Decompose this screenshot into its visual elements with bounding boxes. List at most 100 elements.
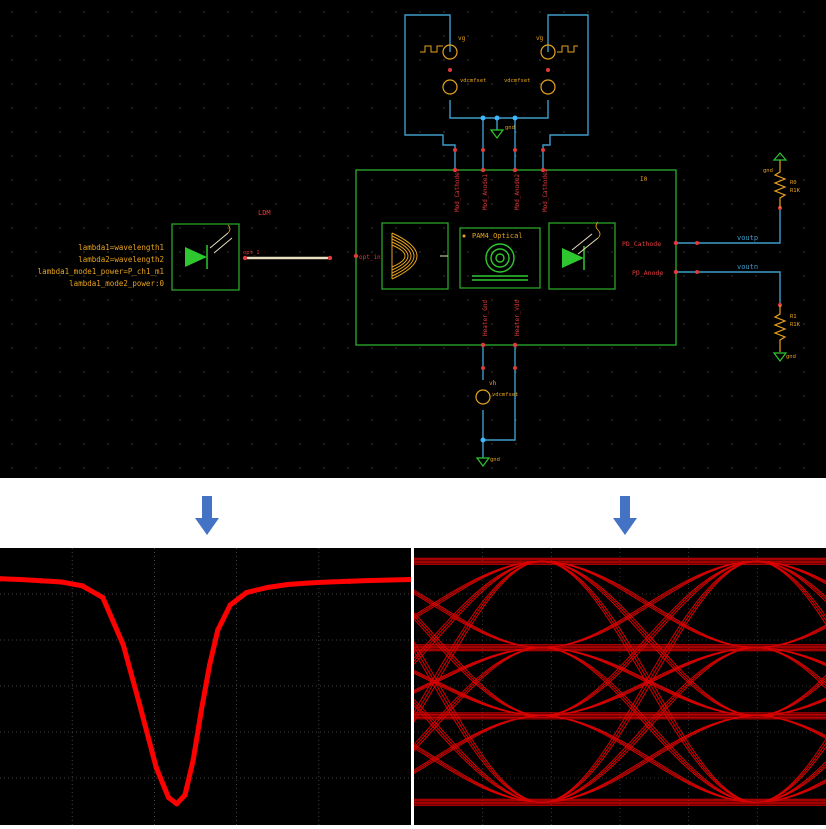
- right-pin-2: PD_Anode: [632, 269, 663, 277]
- laser-param-3: lambda1_mode1_power=P_ch1_m1: [38, 267, 164, 276]
- trace-point: [174, 801, 180, 807]
- source-label-right: vdcmfset: [504, 78, 531, 84]
- eye-transition: [327, 560, 542, 717]
- eye-transition: [755, 763, 826, 803]
- eye-transition: [327, 560, 542, 717]
- laser-diode-icon: [185, 224, 233, 269]
- top-pin-3: Mod_Anode2: [514, 173, 521, 210]
- trace-point: [215, 627, 221, 633]
- laser-pin: opt_1: [243, 250, 260, 256]
- ring-label: PAM4_Optical: [472, 232, 523, 240]
- gnd-label-bottom: gnd: [490, 457, 500, 463]
- res-value-bottom: R1K: [790, 322, 801, 328]
- eye-transition: [327, 715, 542, 803]
- net-label-voutn: voutn: [737, 263, 758, 271]
- trace-point: [120, 642, 126, 648]
- trace-point: [244, 589, 250, 596]
- eye-transition: [327, 560, 542, 649]
- eye-transition: [755, 715, 826, 740]
- eye-transition: [755, 699, 826, 717]
- eye-transition: [755, 647, 826, 664]
- trace-point: [100, 594, 106, 601]
- resistor-top[interactable]: [773, 160, 787, 208]
- trace-point: [207, 662, 213, 668]
- laser-param-2: lambda2=wavelength2: [78, 255, 164, 264]
- source-vg-left[interactable]: [420, 44, 458, 95]
- eye-transition: [755, 627, 826, 649]
- res-name-top: R0: [790, 180, 797, 186]
- eye-transition: [327, 560, 542, 649]
- eye-transition: [541, 560, 756, 803]
- source-vg-right[interactable]: [540, 44, 578, 95]
- source-vh[interactable]: [475, 389, 491, 405]
- eye-transition: [755, 560, 826, 603]
- eye-transition: [327, 560, 542, 717]
- trace-point: [59, 579, 65, 585]
- eye-diagram-svg: [113, 548, 826, 825]
- ring-modulator[interactable]: [459, 227, 541, 289]
- res-value-top: R1K: [790, 188, 801, 194]
- trace-point: [190, 757, 196, 763]
- eye-transition: [755, 715, 826, 737]
- laser-label: LDM: [258, 209, 271, 217]
- top-pin-dots: [353, 68, 782, 370]
- photodiode-icon: [562, 221, 601, 270]
- trace-point: [165, 794, 172, 801]
- bottom-pin-2: Heater_Vdd: [514, 299, 521, 336]
- eye-transition: [327, 647, 542, 803]
- laser-param-4: lambda1_mode2_power:0: [69, 279, 164, 288]
- trace-point: [137, 702, 143, 708]
- trace-point: [346, 578, 352, 584]
- eye-transition: [327, 560, 542, 649]
- eye-transition: [755, 560, 826, 626]
- trace-point: [305, 580, 311, 586]
- top-pin-1: Mod_Cathode1: [454, 168, 461, 212]
- eye-transition: [327, 560, 542, 649]
- eye-transition: [541, 715, 756, 803]
- eye-transition: [327, 647, 542, 803]
- source-name-bottom: vh: [489, 380, 497, 387]
- transmission-plot[interactable]: [0, 548, 414, 825]
- eye-transition: [755, 647, 826, 690]
- eye-transition: [755, 737, 826, 803]
- ground-symbol-top: [489, 129, 505, 139]
- eye-transition: [541, 560, 756, 649]
- eye-transition: [755, 780, 826, 803]
- eye-transition: [327, 560, 542, 649]
- resistor-bottom[interactable]: [773, 305, 787, 352]
- right-pin-1: PD_Cathode: [622, 240, 661, 248]
- eye-transition: [755, 624, 826, 649]
- eye-transition: [541, 560, 756, 717]
- trace-point: [227, 602, 233, 608]
- transmission-plot-svg: [0, 548, 414, 825]
- eye-transition: [755, 745, 826, 803]
- trace-point: [182, 792, 188, 798]
- junctions: [480, 115, 518, 443]
- grating-coupler-icon: [391, 232, 448, 280]
- eye-transition: [755, 781, 826, 803]
- eye-transition: [755, 647, 826, 687]
- eye-transition: [755, 679, 826, 717]
- ground-symbol-bottom: [475, 457, 491, 467]
- photodiode-block[interactable]: [548, 222, 616, 290]
- eye-transition: [541, 560, 756, 803]
- resonance-trace: [0, 576, 414, 807]
- instance-name: I0: [640, 176, 648, 183]
- eye-transition: [755, 647, 826, 685]
- net-label-voutp: voutp: [737, 234, 758, 242]
- eye-transition: [327, 560, 542, 717]
- eye-transition: [327, 647, 542, 803]
- eye-transition: [755, 765, 826, 803]
- gnd-label-right-bottom: gnd: [786, 354, 796, 360]
- ring-icon: [472, 243, 528, 281]
- trace-point: [198, 707, 204, 713]
- eye-diagram-plot[interactable]: [113, 548, 826, 825]
- laser-block[interactable]: [171, 223, 240, 291]
- schematic-canvas[interactable]: vg vg vdcmfset vdcmfset gnd I0: [0, 0, 826, 478]
- trace-point: [79, 583, 85, 589]
- source-name-right: vg: [536, 35, 544, 42]
- eye-transition: [327, 715, 542, 803]
- top-pin-2: Mod_Anode1: [482, 173, 489, 210]
- eye-transition: [327, 647, 542, 803]
- eye-transition: [755, 778, 826, 803]
